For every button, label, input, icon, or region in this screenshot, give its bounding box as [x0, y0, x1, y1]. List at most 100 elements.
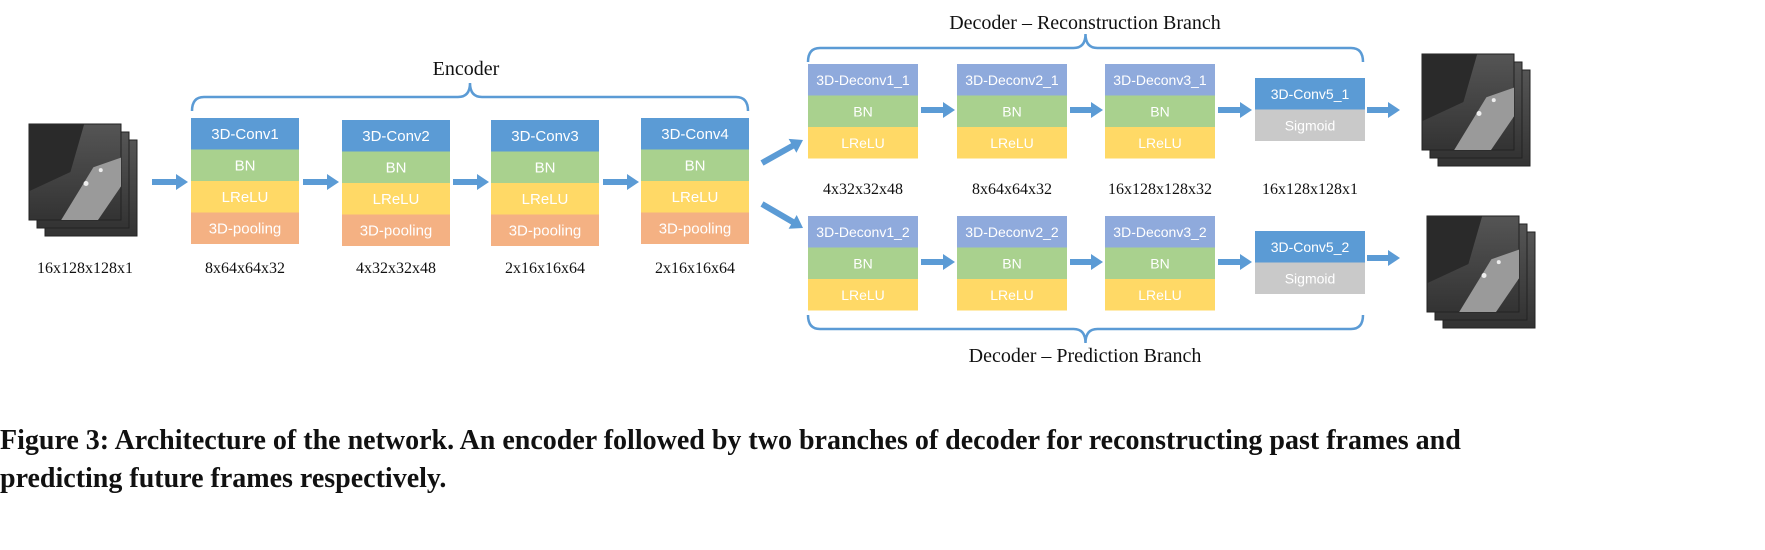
- encoder-block-1-lrelu-label: LReLU: [222, 189, 269, 206]
- recon-block-2-3d-deconv2-1-label: 3D-Deconv2_1: [965, 72, 1059, 88]
- recon-block-2-bn-label: BN: [1002, 103, 1021, 119]
- encoder-block-2-3d-conv2-label: 3D-Conv2: [362, 128, 430, 145]
- encoder-block-3-3d-conv3-layer: [491, 120, 599, 152]
- pred-block-1-3d-deconv1-2-layer: [808, 216, 918, 248]
- encoder-block-2-3d-pooling-layer: [342, 214, 450, 246]
- pred-block-2-lrelu-label: LReLU: [990, 287, 1034, 303]
- encoder-arrow-3: [603, 174, 639, 190]
- encoder-block-1-3d-pooling-label: 3D-pooling: [209, 221, 282, 238]
- encoder-block-2-3d-conv2-layer: [342, 120, 450, 152]
- pred-block-1-bn-label: BN: [853, 255, 872, 271]
- encoder-arrow-2: [453, 174, 489, 190]
- encoder-block-1-3d-conv1-label: 3D-Conv1: [211, 126, 279, 143]
- pred-arrow-1: [921, 254, 955, 270]
- reconstructed-frames-image: [1421, 53, 1531, 167]
- encoder-block-1-3d-pooling-layer: [191, 212, 299, 244]
- recon-block-3-3d-deconv3-1-label: 3D-Deconv3_1: [1113, 72, 1207, 88]
- pred-block-4-sigmoid-layer: [1255, 262, 1365, 294]
- recon-block-3-bn-layer: [1105, 95, 1215, 127]
- recon-block-1-lrelu-label: LReLU: [841, 135, 885, 151]
- encoder-brace: [190, 82, 750, 112]
- encoder-block-4-3d-pooling-label: 3D-pooling: [659, 221, 732, 238]
- encoder-block-4-size: 2x16x16x64: [655, 260, 735, 277]
- encoder-block-2-size: 4x32x32x48: [356, 260, 436, 277]
- recon-block-1-bn-layer: [808, 95, 918, 127]
- recon-block-1-lrelu-layer: [808, 127, 918, 159]
- encoder-block-2-lrelu-label: LReLU: [373, 191, 420, 208]
- prediction-branch-title: Decoder – Prediction Branch: [969, 345, 1202, 367]
- encoder-block-1-bn-label: BN: [235, 158, 256, 175]
- pred-block-3-3d-deconv3-2-layer: [1105, 216, 1215, 248]
- predicted-frames-image: [1426, 215, 1536, 329]
- encoder-block-1-size: 8x64x64x32: [205, 260, 285, 277]
- encoder-block-3-lrelu-label: LReLU: [522, 191, 569, 208]
- pred-block-1: 3D-Deconv1_2BN LReLU: [808, 216, 918, 311]
- recon-block-4-sigmoid-layer: [1255, 109, 1365, 141]
- pred-arrow-2: [1070, 254, 1103, 270]
- encoder-block-3-bn-layer: [491, 151, 599, 183]
- encoder-block-4-lrelu-label: LReLU: [672, 189, 719, 206]
- recon-block-3-lrelu-layer: [1105, 127, 1215, 159]
- encoder-block-1-bn-layer: [191, 149, 299, 181]
- pred-block-1-lrelu-label: LReLU: [841, 287, 885, 303]
- pred-block-1-3d-deconv1-2-label: 3D-Deconv1_2: [816, 224, 910, 240]
- encoder-block-4-bn-layer: [641, 149, 749, 181]
- encoder-block-2-lrelu-layer: [342, 183, 450, 215]
- pred-arrow-3: [1218, 254, 1252, 270]
- recon-block-2: 3D-Deconv2_1BN LReLU: [957, 64, 1067, 159]
- recon-block-3-3d-deconv3-1-layer: [1105, 64, 1215, 96]
- encoder-block-2-bn-label: BN: [386, 160, 407, 177]
- recon-block-1-3d-deconv1-1-label: 3D-Deconv1_1: [816, 72, 910, 88]
- recon-block-4-sigmoid-label: Sigmoid: [1285, 117, 1336, 133]
- encoder-block-4-lrelu-layer: [641, 181, 749, 213]
- pred-block-1-bn-layer: [808, 247, 918, 279]
- recon-block-1-3d-deconv1-1-layer: [808, 64, 918, 96]
- recon-block-1-bn-label: BN: [853, 103, 872, 119]
- encoder-block-4-3d-conv4-layer: [641, 118, 749, 150]
- pred-block-3-bn-label: BN: [1150, 255, 1169, 271]
- pred-output-arrow: [1367, 250, 1400, 266]
- pred-block-4-3d-conv5-2-layer: [1255, 231, 1365, 263]
- encoder-block-3-bn-label: BN: [535, 160, 556, 177]
- encoder-title: Encoder: [433, 58, 500, 80]
- recon-block-4-3d-conv5-1-layer: [1255, 78, 1365, 110]
- recon-output-arrow: [1367, 102, 1400, 118]
- caption-line-2: predicting future frames respectively.: [0, 463, 447, 494]
- encoder-block-3-3d-pooling-layer: [491, 214, 599, 246]
- encoder-block-4-3d-conv4-label: 3D-Conv4: [661, 126, 729, 143]
- recon-block-2-lrelu-label: LReLU: [990, 135, 1034, 151]
- caption-line-1: Figure 3: Architecture of the network. A…: [0, 425, 1461, 456]
- encoder-block-1-lrelu-layer: [191, 181, 299, 213]
- encoder-block-1-3d-conv1-layer: [191, 118, 299, 150]
- recon-block-3-lrelu-label: LReLU: [1138, 135, 1182, 151]
- encoder-block-4-3d-pooling-layer: [641, 212, 749, 244]
- recon-block-2-3d-deconv2-1-layer: [957, 64, 1067, 96]
- pred-block-3-bn-layer: [1105, 247, 1215, 279]
- recon-block-1: 3D-Deconv1_1BN LReLU: [808, 64, 918, 159]
- encoder-block-2-bn-layer: [342, 151, 450, 183]
- encoder-block-3-size: 2x16x16x64: [505, 260, 585, 277]
- branch-arrow-pred: [760, 201, 803, 229]
- encoder-block-3-3d-pooling-label: 3D-pooling: [509, 223, 582, 240]
- pred-block-2-bn-label: BN: [1002, 255, 1021, 271]
- recon-block-4-3d-conv5-1-label: 3D-Conv5_1: [1271, 86, 1350, 102]
- pred-block-2-3d-deconv2-2-layer: [957, 216, 1067, 248]
- pred-block-4-sigmoid-label: Sigmoid: [1285, 270, 1336, 286]
- pred-block-3-lrelu-label: LReLU: [1138, 287, 1182, 303]
- recon-arrow-1: [921, 102, 955, 118]
- recon-block-3-bn-label: BN: [1150, 103, 1169, 119]
- branch-arrow-recon: [760, 138, 803, 166]
- recon-block-2-bn-layer: [957, 95, 1067, 127]
- recon-block-3: 3D-Deconv3_1BN LReLU: [1105, 64, 1215, 159]
- pred-block-3-lrelu-layer: [1105, 279, 1215, 311]
- recon-block-3-size: 16x128x128x32: [1108, 181, 1212, 198]
- recon-arrow-3: [1218, 102, 1252, 118]
